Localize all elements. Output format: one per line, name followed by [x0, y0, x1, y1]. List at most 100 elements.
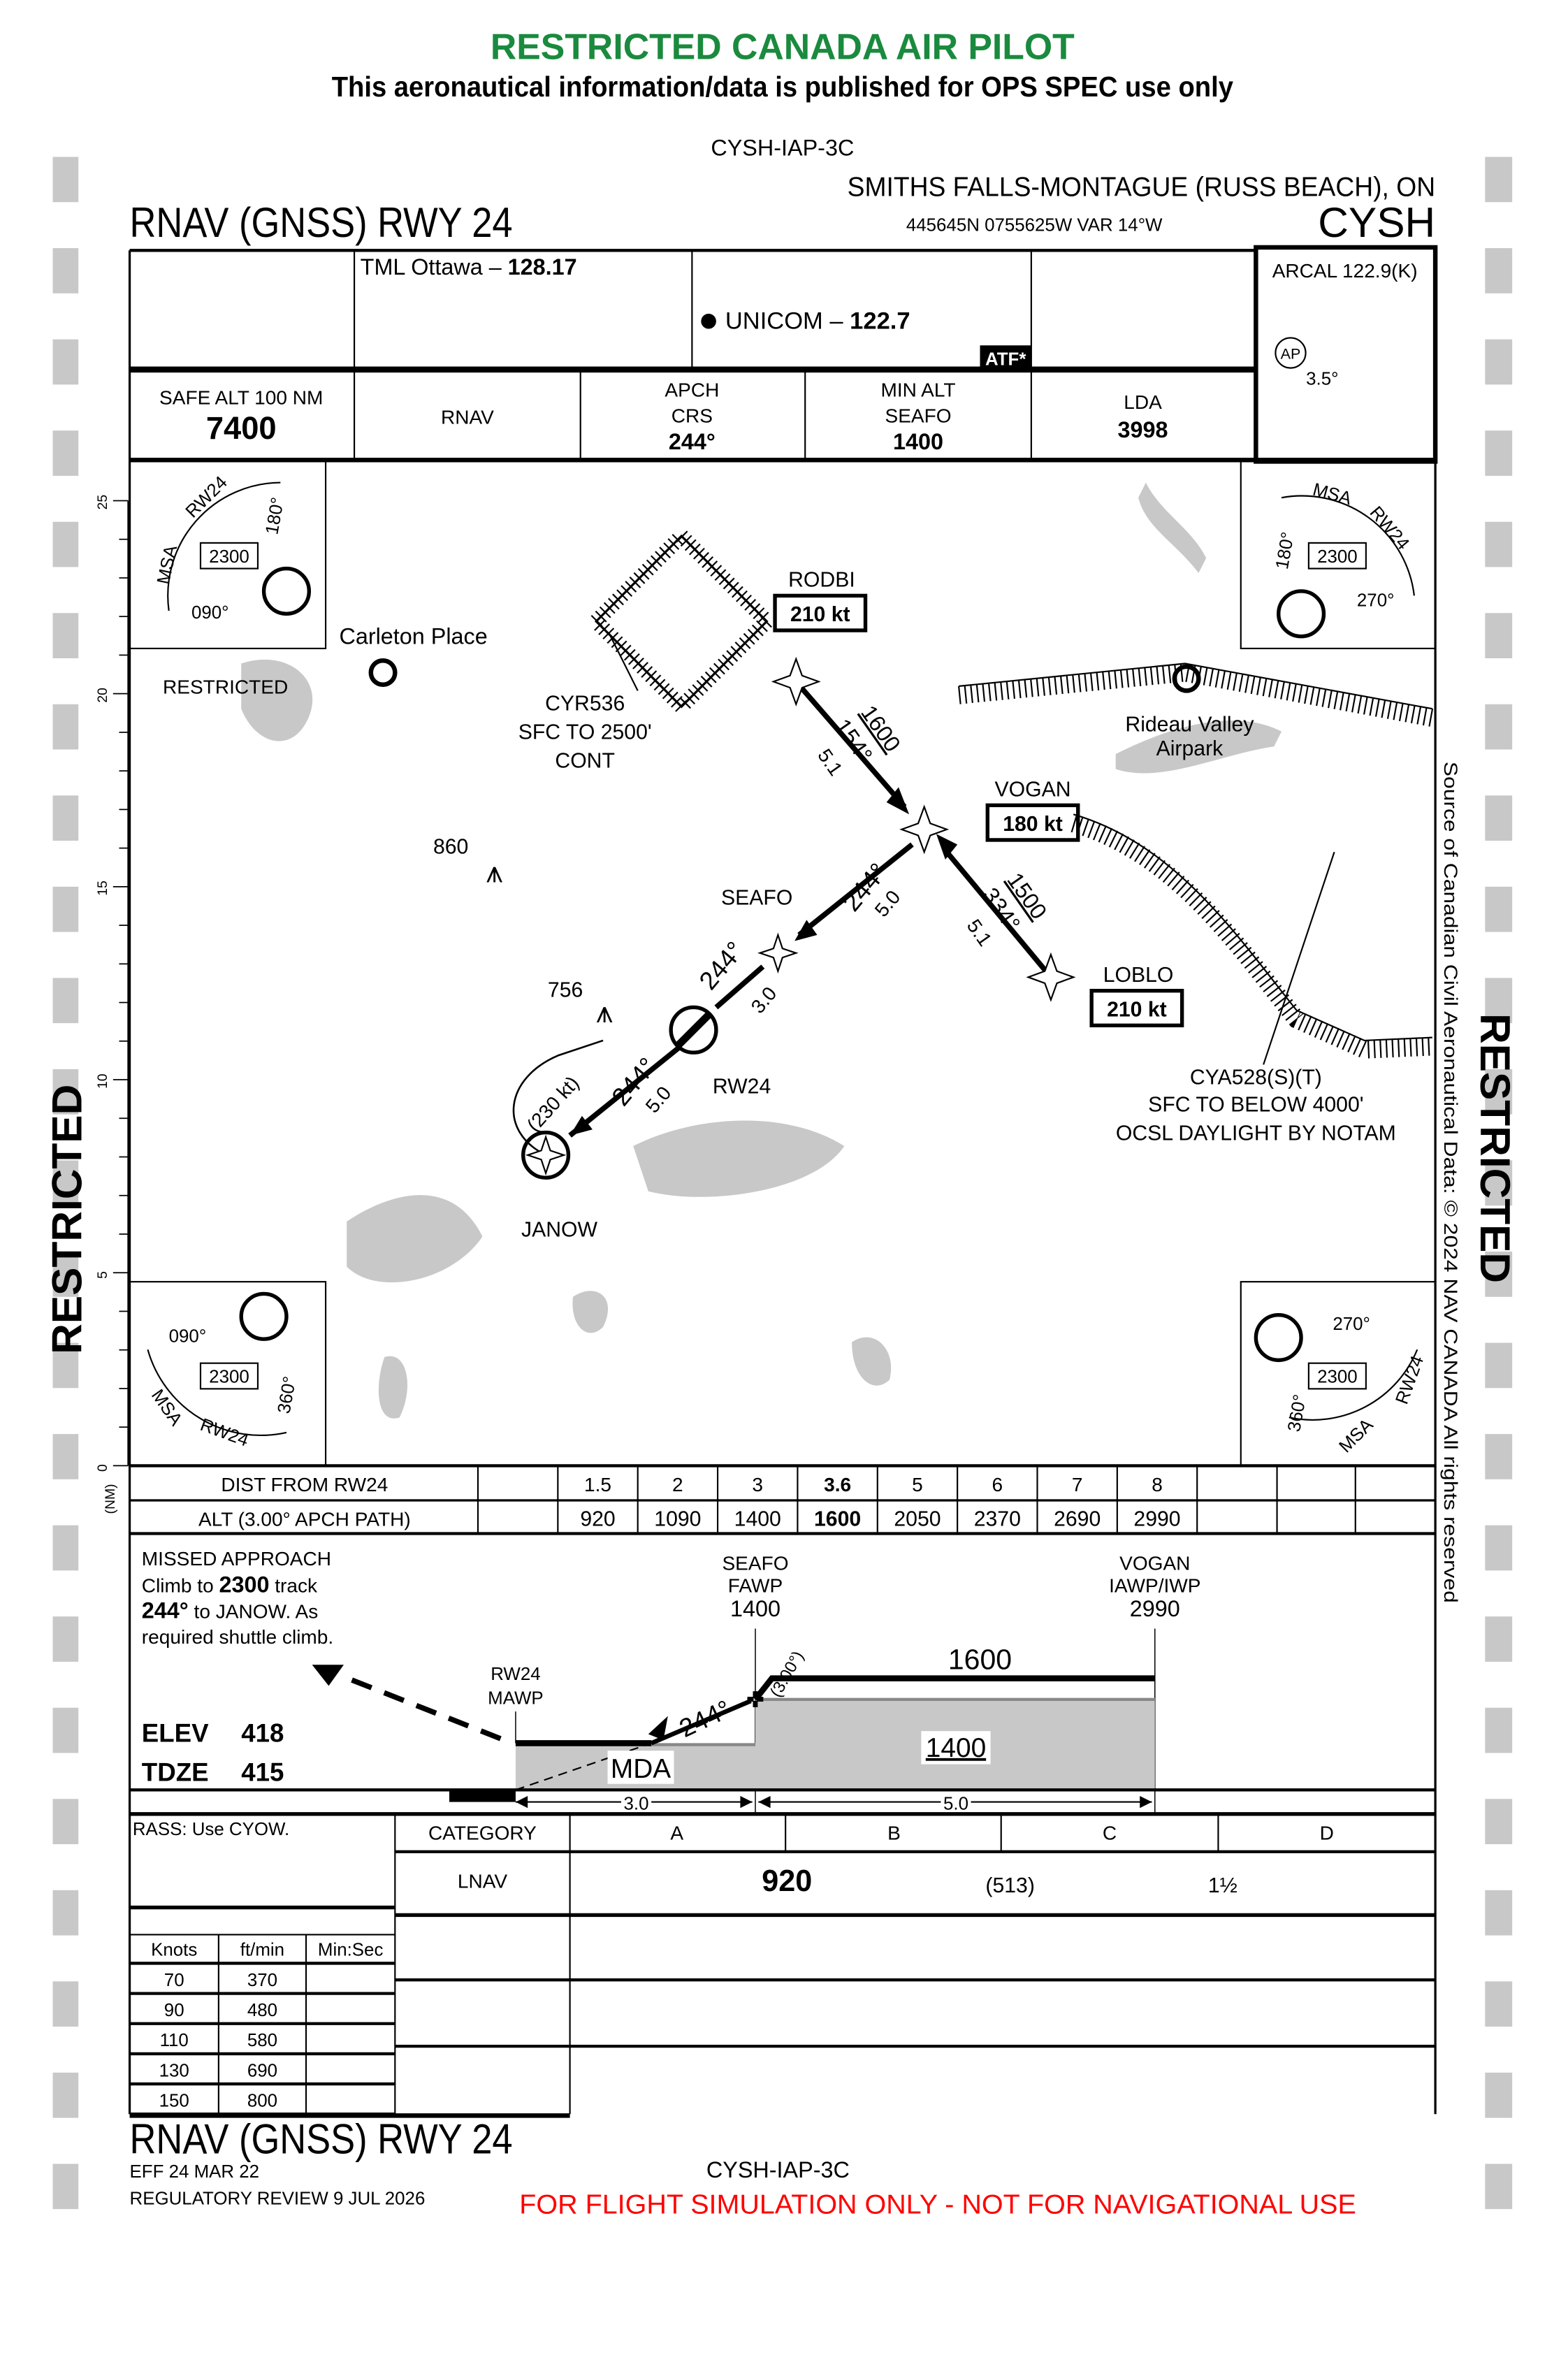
profile-view: MISSED APPROACH Climb to 2300 track 244°… [129, 1548, 1436, 1816]
profile-mawp: MAWP [488, 1688, 544, 1708]
cya528-notam: OCSL DAYLIGHT BY NOTAM [1116, 1122, 1396, 1145]
alt-cell: 1400 [734, 1508, 781, 1531]
banner-notice: This aeronautical information/data is pu… [332, 71, 1233, 103]
margin-dash [1485, 704, 1513, 750]
msa-label: MSA [1335, 1414, 1377, 1456]
cyr536-altitude: SFC TO 2500' [518, 720, 652, 744]
rate-cell: 70 [164, 1971, 184, 1990]
margin-dash [1485, 1252, 1513, 1297]
rodbi-waypoint-icon [771, 656, 821, 707]
airport-ident: CYSH [1318, 198, 1435, 246]
margin-dash [52, 613, 79, 658]
margin-dash [1485, 248, 1513, 294]
crs-label: CRS [672, 405, 713, 426]
profile-1400: 1400 [926, 1733, 986, 1763]
scale-tick-0: 0 [95, 1464, 110, 1472]
alt-cell: 2690 [1054, 1508, 1101, 1531]
atf-badge: ATF* [985, 349, 1026, 369]
msa-altitude: 2300 [1317, 547, 1358, 567]
category-label: CATEGORY [428, 1823, 537, 1844]
rate-header: Min:Sec [318, 1941, 384, 1960]
location: SMITHS FALLS-MONTAGUE (RUSS BEACH), ON [848, 173, 1436, 203]
msa-altitude: 2300 [209, 1368, 249, 1387]
alt-row-label: ALT (3.00° APCH PATH) [198, 1509, 411, 1530]
msa-bearing: 180° [262, 496, 288, 537]
scale-tick-5: 5 [95, 1271, 110, 1279]
msa-top-right: 2300 MSA RW24 180° 270° [1240, 459, 1437, 650]
alt-cell: 2990 [1133, 1508, 1180, 1531]
dist-cell: 7 [1072, 1474, 1083, 1495]
chart-id: CYSH-IAP-3C [711, 135, 854, 160]
rate-header: Knots [151, 1941, 197, 1960]
msa-altitude: 2300 [209, 547, 249, 567]
seafo-waypoint-icon [757, 932, 799, 974]
rideau-valley-airport-icon [1172, 664, 1201, 693]
lnav-mda: 920 [762, 1864, 812, 1898]
lnav-label: LNAV [458, 1871, 507, 1892]
dist-cell: 5 [912, 1474, 923, 1495]
dist-cell: 1.5 [584, 1474, 611, 1495]
janow-waypoint-icon [521, 1130, 571, 1180]
rodbi-label: RODBI [788, 568, 855, 591]
margin-dash [1485, 1160, 1513, 1206]
margin-dash [52, 1799, 79, 1844]
janow-holding-speed: (230 kt) [523, 1072, 583, 1136]
profile-course: 244° [675, 1695, 735, 1743]
scale-tick-25: 25 [95, 495, 110, 510]
margin-dash [52, 1525, 79, 1571]
safe-alt-label: SAFE ALT 100 NM [159, 386, 323, 408]
margin-dash [1485, 613, 1513, 658]
dist-cell: 3.6 [824, 1474, 851, 1495]
margin-dash [52, 1707, 79, 1753]
margin-dash [52, 1616, 79, 1662]
category-a: A [670, 1823, 683, 1844]
rate-cell: 690 [247, 2061, 277, 2080]
margin-dash [52, 1981, 79, 2027]
msa-runway: RW24 [1392, 1353, 1428, 1407]
restricted-area-label: RESTRICTED [163, 676, 288, 698]
rw24-label: RW24 [713, 1075, 771, 1098]
lda-value: 3998 [1118, 417, 1168, 442]
profile-table: DIST FROM RW24 ALT (3.00° APCH PATH) 1.5… [129, 1464, 1436, 1535]
msa-bearing: 270° [1333, 1314, 1370, 1334]
msa-bottom-left: 2300 MSA RW24 090° 360° [129, 1281, 327, 1467]
min-alt-value: 1400 [893, 429, 943, 454]
margin-dash [1485, 978, 1513, 1024]
loblo-leg-distance: 5.1 [963, 915, 996, 950]
margin-dash [52, 795, 79, 841]
dist-cell: 8 [1152, 1474, 1163, 1495]
loblo-speed: 210 kt [1107, 998, 1167, 1021]
lnav-hat: (513) [985, 1874, 1034, 1897]
alt-cell: 2370 [974, 1508, 1021, 1531]
msa-top-left: 2300 MSA RW24 180° 090° [129, 459, 327, 650]
profile-1600: 1600 [948, 1644, 1012, 1676]
msa-label: MSA [154, 543, 181, 586]
regulatory-review: REGULATORY REVIEW 9 JUL 2026 [130, 2189, 426, 2209]
rodbi-leg-distance: 5.1 [813, 745, 847, 780]
msa-bearing: 270° [1357, 591, 1395, 611]
tml-ottawa-freq: TML Ottawa – 128.17 [361, 254, 577, 280]
final-distance: 3.0 [747, 983, 781, 1017]
vogan-label: VOGAN [994, 778, 1070, 801]
obstacle-860-icon: ⩚ [486, 855, 503, 889]
rideau-valley-label: Rideau Valley [1125, 713, 1254, 737]
missed-approach-heading: MISSED APPROACH [142, 1548, 331, 1570]
alt-cell: 2050 [894, 1508, 941, 1531]
margin-dash [1485, 1525, 1513, 1571]
margin-dash [1485, 1434, 1513, 1479]
nav-type: RNAV [441, 406, 494, 428]
rate-cell: 370 [247, 1971, 277, 1990]
profile-dist-5: 5.0 [943, 1794, 968, 1813]
airpark-label: Airpark [1156, 737, 1224, 760]
loblo-label: LOBLO [1103, 964, 1174, 987]
restricted-right: RESTRICTED [1472, 1013, 1519, 1283]
autopilot-icon [1275, 337, 1307, 369]
janow-label: JANOW [521, 1218, 598, 1241]
profile-mda: MDA [611, 1754, 671, 1784]
msa-bearing: 360° [1284, 1393, 1310, 1433]
unicom-freq: UNICOM – 122.7 [725, 308, 910, 335]
margin-dash [52, 1068, 79, 1115]
